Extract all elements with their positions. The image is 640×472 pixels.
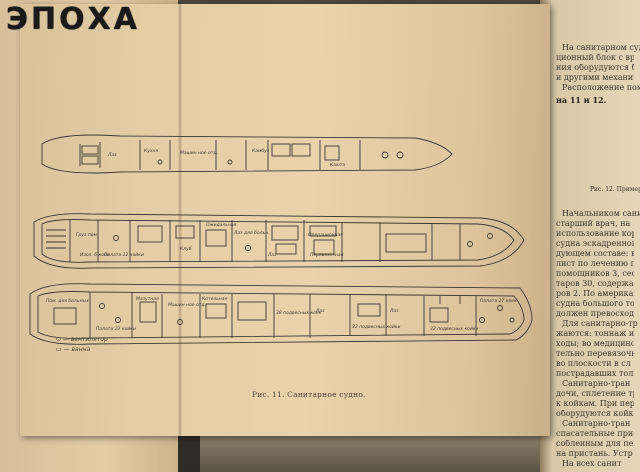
right-text-line: на 11 и 12. [556,96,607,104]
lower-deck-labels: Пом. для больных Палата 23 койки Мазутна… [46,296,517,332]
right-text-line: на пристань. Устр [556,450,633,458]
right-text-line: Расположение помещ [562,84,640,92]
right-text-line: Для санитарно-тр [562,320,638,328]
upper-deck-labels: Лаз Кухня Машин ное отд. Камбуз Каюта [107,148,345,168]
right-text-line: таров 30, содержат [556,280,634,288]
right-text-line: ния оборудуются бучил [556,64,634,72]
right-text-line: судна эскадренного [556,240,634,248]
right-text-line: дочи, сплетение тр [556,390,634,398]
right-book-page [540,0,640,472]
right-text-line: спасательные приспос [556,430,634,438]
lower-label-3: Машин ное отд. [168,302,206,308]
right-text-line: во плоскости в сл [556,360,631,368]
upper-label-3: Камбуз [252,148,270,154]
right-text-line: Санитарно-тран [562,380,631,388]
upper-label-4: Каюта [330,162,345,168]
right-text-line: старший врач, на [556,220,631,228]
lower-label-6: Лаз [315,308,325,314]
lower-label-1: Палата 23 койки [96,326,136,332]
middle-label-4: Ожидальная [206,222,237,228]
middle-label-0: Груз пом. [76,232,98,238]
right-text-line: На санитарном судн [562,44,640,52]
right-text-line: пострадавших только [556,370,634,378]
middle-label-6: Лаз [267,252,277,258]
right-text-line: Санитарно-тран [562,420,631,428]
right-text-line: должен превосходит [556,310,634,318]
middle-label-8: Перевязочная [310,252,344,258]
lower-label-9: 32 подвесных койки [430,326,479,332]
middle-label-7: Операционная [308,232,343,238]
upper-deck-plan [41,134,453,174]
right-text-line: лист по лечению пор [556,260,634,268]
ship-deck-plan-diagram: Лаз Кухня Машин ное отд. Камбуз Каюта [29,134,533,345]
right-text-line: собленным для пер [556,440,634,448]
middle-deck-plan [33,213,525,269]
right-text-line: жаются: тоннаж и [556,330,634,338]
watermark-logo: ЭПОХА [6,2,140,37]
figure-caption: Рис. 11. Санитарное судно. [252,390,366,399]
right-text-line: ров 2. По американ [556,290,634,298]
right-text-line: использование кораб [556,230,634,238]
lower-deck-plan [29,283,533,345]
lower-label-5: 38 подвесных коек [276,310,322,316]
right-text-line: На всех санит [562,460,622,468]
right-text-line: дующем составе: вра [556,250,634,258]
legend-ventilator: ⊙ — вентилятор [56,336,108,343]
right-text-line: оборудуются койк [556,410,634,418]
lower-label-2: Мазутная [136,296,159,302]
lower-label-7: 32 подвесных койки [352,324,401,330]
lower-label-4: Котельная [202,296,228,302]
middle-label-1: Изол. 6 коек [80,252,110,258]
right-figure-caption: Рис. 12. Пример [590,186,640,193]
lower-label-8: Лаз [389,308,399,314]
upper-label-0: Лаз [107,152,117,158]
right-text-line: Начальником сани [562,210,640,218]
middle-label-3: Клуб [180,246,192,252]
middle-deck-labels: Груз пом. Изол. 6 коек Палата 22 койки К… [76,222,344,258]
upper-label-2: Машин ное отд. [180,150,218,156]
lower-label-10: Палата 27 коек [480,298,517,304]
right-text-line: к койкам. При пере [556,400,634,408]
right-text-line: ходы; во медицинско [556,340,634,348]
page-block-edge [200,436,540,472]
legend-bath: ▭ — ванна [56,346,91,353]
middle-label-5: Лаз для больн. [233,230,270,236]
right-text-line: тельно перевязочн [556,350,634,358]
right-text-line: и другими механизмами [556,74,634,82]
upper-label-1: Кухня [144,148,158,154]
right-text-line: помощников 3, сестр [556,270,634,278]
lower-label-0: Пом. для больных [46,298,89,304]
right-text-line: ционный блок с врачеб [556,54,634,62]
middle-label-2: Палата 22 койки [104,252,144,258]
folded-plate: Лаз Кухня Машин ное отд. Камбуз Каюта [20,4,550,436]
right-text-line: судна большого тон [556,300,634,308]
plate-fold-line [178,4,182,436]
